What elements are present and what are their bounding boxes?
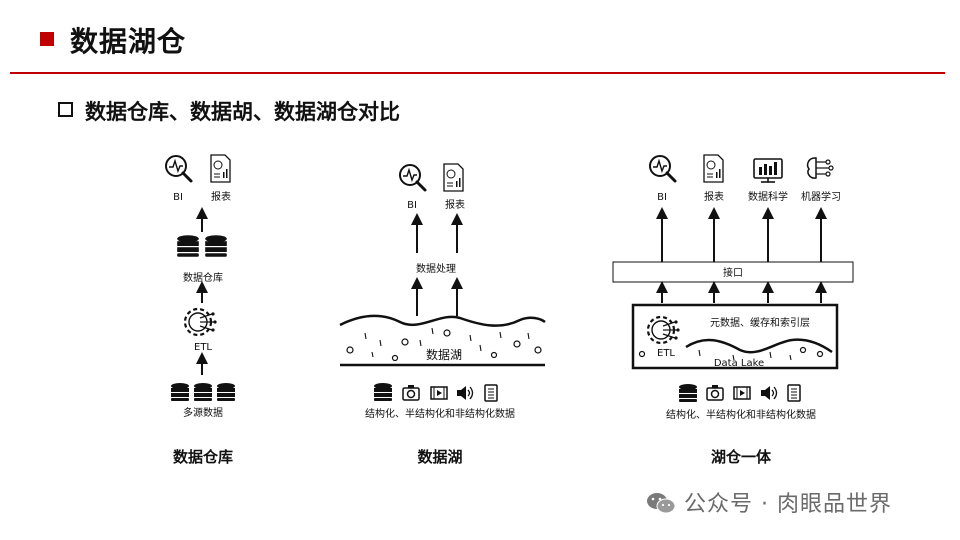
bi-magnifier-icon xyxy=(398,163,427,192)
data-science-monitor-icon xyxy=(753,158,783,183)
lake-column: BI 报表 数据处理 数据湖 结构化、半结构化和非结构化数据 数据湖 xyxy=(339,163,546,466)
page-title: 数据湖仓 xyxy=(70,25,187,58)
lake-output-bi: BI xyxy=(407,200,417,211)
lake-output-report: 报表 xyxy=(445,198,465,211)
lakehouse-output-data-science: 数据科学 xyxy=(748,190,788,203)
lake-bubbles xyxy=(346,329,542,362)
title-marker xyxy=(40,32,54,46)
image-camera-icon xyxy=(706,384,724,401)
report-document-icon xyxy=(210,154,231,183)
bi-magnifier-icon xyxy=(164,154,193,183)
warehouse-store-label: 数据仓库 xyxy=(183,271,223,284)
warehouse-output-bi: BI xyxy=(173,192,183,203)
page-subtitle: 数据仓库、数据胡、数据湖仓对比 xyxy=(58,96,400,126)
title-divider xyxy=(10,72,945,74)
lakehouse-caption: 湖仓一体 xyxy=(711,448,772,466)
lakehouse-column: BI 报表 数据科学 机器学习 接口 ETL 元数据、缓存和索引层 Data L… xyxy=(612,154,854,466)
lake-body-label: 数据湖 xyxy=(426,347,462,362)
lakehouse-lake-wave xyxy=(685,338,833,354)
lakehouse-sediment-marks xyxy=(698,349,792,361)
warehouse-column: BI 报表 数据仓库 ETL 多源数据 数据仓库 xyxy=(164,154,235,466)
warehouse-database-icon xyxy=(177,235,199,257)
lakehouse-source-label: 结构化、半结构化和非结构化数据 xyxy=(666,408,816,421)
text-document-icon xyxy=(484,384,498,402)
subtitle-text: 数据仓库、数据胡、数据湖仓对比 xyxy=(85,100,400,124)
data-lake-label: Data Lake xyxy=(714,358,764,369)
structured-database-icon xyxy=(374,383,392,401)
interface-label: 接口 xyxy=(723,266,743,279)
video-icon xyxy=(733,386,751,400)
watermark-text: 公众号 · 肉眼品世界 xyxy=(684,492,892,517)
watermark: 公众号 · 肉眼品世界 xyxy=(646,486,892,518)
lake-sediment-marks xyxy=(364,327,530,358)
warehouse-database-icon xyxy=(205,235,227,257)
lake-process-label: 数据处理 xyxy=(416,262,456,275)
machine-learning-brain-icon xyxy=(806,157,834,179)
warehouse-output-report: 报表 xyxy=(211,190,231,203)
lake-source-label: 结构化、半结构化和非结构化数据 xyxy=(365,407,515,420)
report-document-icon xyxy=(443,163,464,192)
etl-gear-icon xyxy=(183,307,218,337)
bi-magnifier-icon xyxy=(648,154,677,183)
audio-speaker-icon xyxy=(456,385,474,401)
warehouse-caption: 数据仓库 xyxy=(173,448,233,466)
audio-speaker-icon xyxy=(760,385,778,401)
structured-database-icon xyxy=(679,384,697,402)
lakehouse-bubbles xyxy=(638,346,824,358)
wechat-logo-icon xyxy=(647,493,676,514)
source-database-icon xyxy=(194,383,212,401)
bullet-square-icon xyxy=(58,102,73,117)
video-icon xyxy=(430,386,448,400)
meta-cache-index-label: 元数据、缓存和索引层 xyxy=(710,316,810,329)
image-camera-icon xyxy=(402,384,420,401)
lakehouse-output-report: 报表 xyxy=(704,190,724,203)
warehouse-etl-label: ETL xyxy=(194,342,212,353)
lake-caption: 数据湖 xyxy=(417,448,462,466)
interface-layer-box xyxy=(612,261,854,283)
lakehouse-output-machine-learning: 机器学习 xyxy=(801,190,841,203)
warehouse-source-label: 多源数据 xyxy=(183,406,223,419)
source-database-icon xyxy=(217,383,235,401)
report-document-icon xyxy=(703,154,724,183)
source-database-icon xyxy=(171,383,189,401)
lake-surface-wave xyxy=(339,314,546,327)
title-bar: 数据湖仓 xyxy=(0,0,960,74)
text-document-icon xyxy=(787,384,801,402)
lakehouse-etl-label: ETL xyxy=(657,348,675,359)
lakehouse-output-bi: BI xyxy=(657,192,667,203)
